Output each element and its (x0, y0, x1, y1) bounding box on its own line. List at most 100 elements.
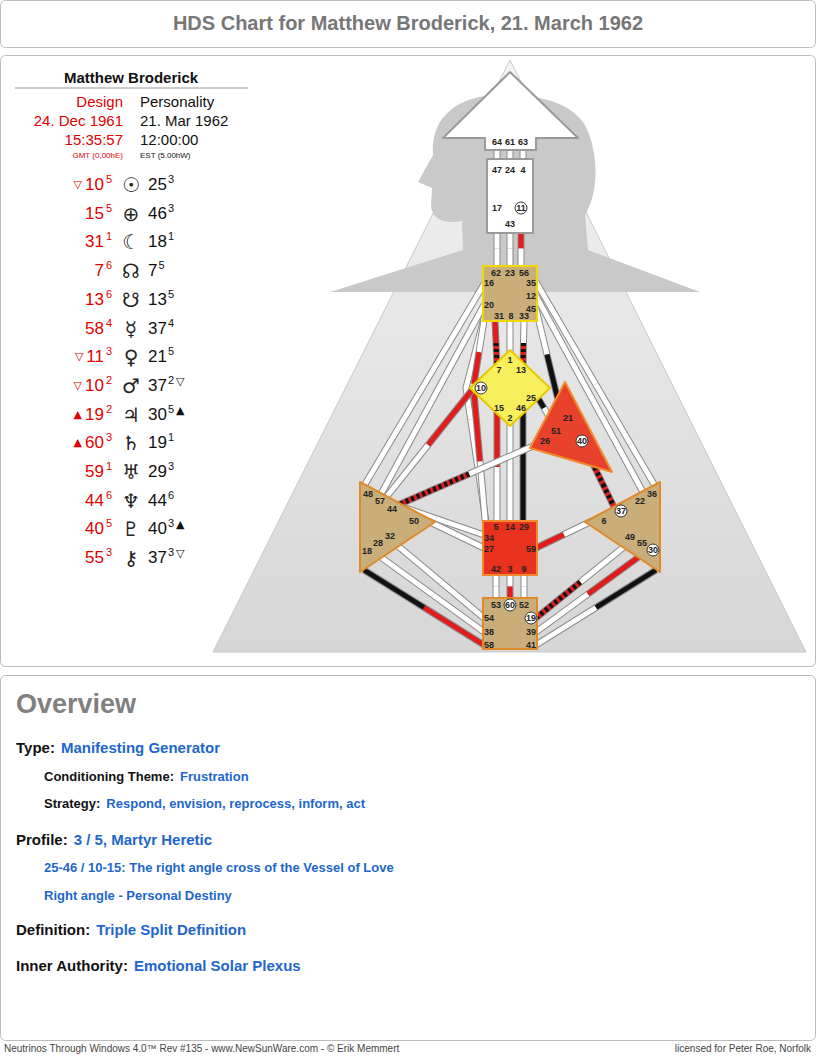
text-label: 46 (148, 204, 167, 224)
channel-outline (493, 574, 500, 599)
gate-number: 62 (491, 269, 501, 278)
channel (510, 230, 511, 267)
text-label: 19 (85, 405, 104, 425)
channel-personality (603, 485, 614, 508)
gate-number: 51 (551, 427, 561, 436)
text-label: 1 (168, 431, 174, 444)
channel-outline (398, 443, 540, 505)
channel-outline (536, 546, 625, 618)
gate-number: 49 (625, 533, 635, 542)
gate-number: 54 (484, 614, 494, 623)
channel-design (536, 535, 564, 549)
channel (495, 320, 497, 366)
channel (524, 574, 525, 599)
gate-number: 17 (492, 204, 502, 213)
text-label: 3 (168, 517, 174, 530)
gate-number: 24 (505, 166, 515, 175)
hd-center: 536052541938395841 (482, 597, 538, 650)
text-label: ▽ (176, 548, 184, 561)
text-label: 5 (158, 259, 164, 272)
gate-number: 55 (637, 539, 647, 548)
gate-number: 20 (484, 301, 494, 310)
channel-undefined (424, 284, 484, 385)
text-label: 6 (168, 488, 174, 501)
overview-panel (1, 676, 816, 1041)
text-label: 1 (106, 460, 112, 473)
text-label: ♃ (122, 403, 140, 426)
gate-number: 38 (484, 628, 494, 637)
text-label: ☊ (122, 260, 140, 283)
channel (364, 284, 484, 486)
text-label: ▽ (176, 376, 184, 389)
text-label: 3 (168, 201, 174, 214)
text-label: ⊕ (123, 202, 140, 225)
text-label: 59 (85, 462, 104, 482)
text-label: 5 (168, 287, 174, 300)
gate-number: 3 (507, 565, 512, 574)
gate-number: 15 (494, 404, 504, 413)
chart-title: HDS Chart for Matthew Broderick, 21. Mar… (0, 12, 816, 35)
text-label: 6 (106, 259, 112, 272)
gate-number: 43 (505, 220, 515, 229)
text-label: ▲ (74, 408, 82, 421)
channel-outline (507, 574, 514, 599)
gate-number: 39 (526, 628, 536, 637)
gate-number: 44 (387, 505, 397, 514)
channel-outline (507, 320, 514, 352)
channel-outline (523, 320, 524, 366)
gate-number: 47 (492, 166, 502, 175)
channel-outline (494, 412, 501, 522)
text-label: Personality (140, 93, 214, 110)
text-label: 13 (85, 290, 104, 310)
center-shape (530, 382, 612, 472)
channel (398, 443, 540, 505)
text-label: Matthew Broderick (64, 69, 198, 86)
center-outline (528, 380, 614, 474)
gate-number: 14 (505, 523, 515, 532)
text-label: 25 (148, 175, 167, 195)
gate-number: 56 (519, 269, 529, 278)
channel-outline (380, 305, 484, 496)
channel (497, 230, 498, 267)
text-label: Emotional Solar Plexus (134, 957, 301, 974)
text-label: Profile: (16, 831, 68, 848)
text-label: 1 (106, 230, 112, 243)
gate-number: 19 (525, 612, 538, 625)
gate-number: 35 (526, 279, 536, 288)
channel-outline (536, 521, 592, 548)
text-label: Frustration (180, 770, 249, 785)
channel-design (424, 608, 484, 646)
text-label: 29 (148, 462, 167, 482)
channel-design (398, 474, 469, 505)
text-label: ☿ (125, 317, 137, 340)
gate-number: 28 (373, 539, 383, 548)
channel-undefined (519, 249, 524, 268)
text-label: 5 (106, 173, 112, 186)
channel-undefined (508, 320, 513, 336)
text-label: Strategy: (44, 797, 100, 812)
text-label: 3 (168, 173, 174, 186)
text-label: 7 (148, 261, 157, 281)
text-label: 11 (86, 347, 104, 367)
channel-outline (494, 230, 501, 267)
gate-number: 5 (493, 523, 498, 532)
text-label: Overview (16, 689, 136, 720)
channel-outline (520, 412, 527, 522)
channel-outline (536, 570, 656, 645)
channel-outline (474, 393, 486, 530)
center-shape (360, 482, 435, 572)
text-label: Definition: (16, 921, 90, 938)
text-label: 37 (148, 548, 167, 568)
text-label: ☉ (122, 174, 140, 197)
channel-personality (398, 474, 469, 505)
gate-number: 1 (507, 356, 512, 365)
channel-design (603, 485, 614, 508)
text-label: Type: (16, 739, 55, 756)
channel-undefined (521, 320, 527, 343)
text-label: ☾ (122, 231, 140, 254)
hd-center: 3622376495530 (583, 480, 663, 574)
channel-design (428, 390, 472, 445)
text-label: ♅ (122, 461, 140, 484)
channel-undefined (508, 424, 513, 473)
channel (523, 320, 524, 366)
